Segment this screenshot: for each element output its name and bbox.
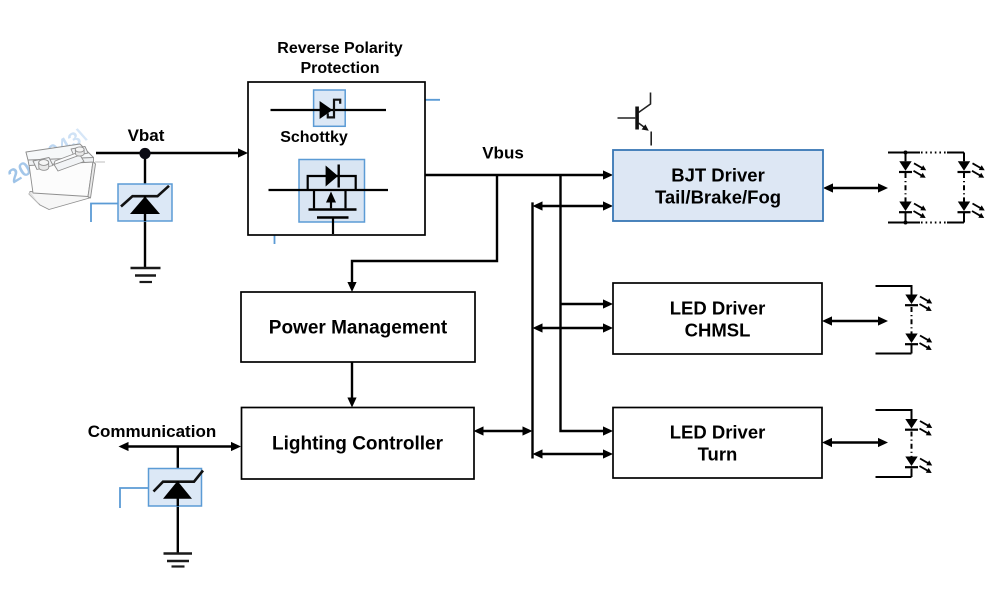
svg-text:Reverse Polarity: Reverse Polarity xyxy=(277,40,403,57)
svg-text:BJT Driver: BJT Driver xyxy=(671,165,765,186)
svg-text:Vbat: Vbat xyxy=(128,126,165,145)
svg-text:Communication: Communication xyxy=(88,422,216,441)
svg-text:Vbus: Vbus xyxy=(482,144,524,163)
svg-text:Turn: Turn xyxy=(698,444,738,465)
svg-text:CHMSL: CHMSL xyxy=(685,320,751,341)
svg-text:Protection: Protection xyxy=(300,60,379,77)
svg-text:Tail/Brake/Fog: Tail/Brake/Fog xyxy=(655,187,781,208)
svg-text:Lighting Controller: Lighting Controller xyxy=(272,434,444,455)
svg-text:LED Driver: LED Driver xyxy=(670,298,766,319)
svg-text:Power Management: Power Management xyxy=(269,318,448,339)
svg-text:LED Driver: LED Driver xyxy=(670,422,766,443)
svg-text:Schottky: Schottky xyxy=(280,129,348,146)
